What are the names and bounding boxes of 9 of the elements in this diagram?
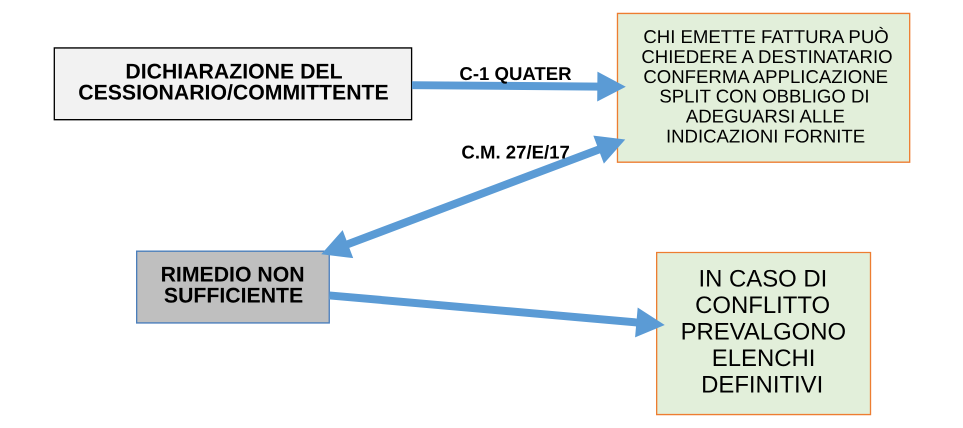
- node-box: DICHIARAZIONE DEL CESSIONARIO/COMMITTENTE: [53, 47, 412, 120]
- edge-label: C-1 QUATER: [458, 63, 572, 84]
- node-box: RIMEDIO NON SUFFICIENTE: [136, 250, 330, 324]
- edge-label: C.M. 27/E/17: [460, 141, 570, 162]
- arrow: [320, 136, 625, 258]
- node-box: IN CASO DI CONFLITTO PREVALGONO ELENCHI DEFINITIVI: [656, 252, 871, 416]
- arrow: [411, 72, 626, 102]
- node-box: CHI EMETTE FATTURA PUÒ CHIEDERE A DESTINATARIO CONFERMA APPLICAZIONE SPLIT CON OBBLIGO DI ADEGUARSI ALLE INDICAZIONI FORNITE: [616, 12, 910, 163]
- arrow: [328, 291, 664, 338]
